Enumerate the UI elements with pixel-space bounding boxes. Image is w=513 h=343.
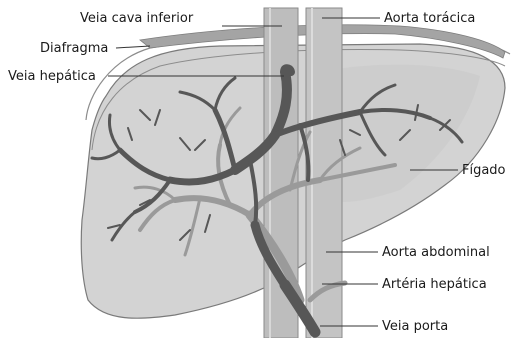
label-figado: Fígado xyxy=(462,163,506,178)
label-veia-hepatica: Veia hepática xyxy=(8,69,96,84)
label-arteria-hepatica: Artéria hepática xyxy=(382,277,487,292)
label-veia-porta: Veia porta xyxy=(382,319,448,334)
label-aorta-abdominal: Aorta abdominal xyxy=(382,245,490,260)
label-aorta-toracica: Aorta torácica xyxy=(384,11,475,26)
leader-diafragma xyxy=(116,46,150,48)
label-veia-cava-inferior: Veia cava inferior xyxy=(80,11,194,26)
label-diafragma: Diafragma xyxy=(40,41,108,56)
